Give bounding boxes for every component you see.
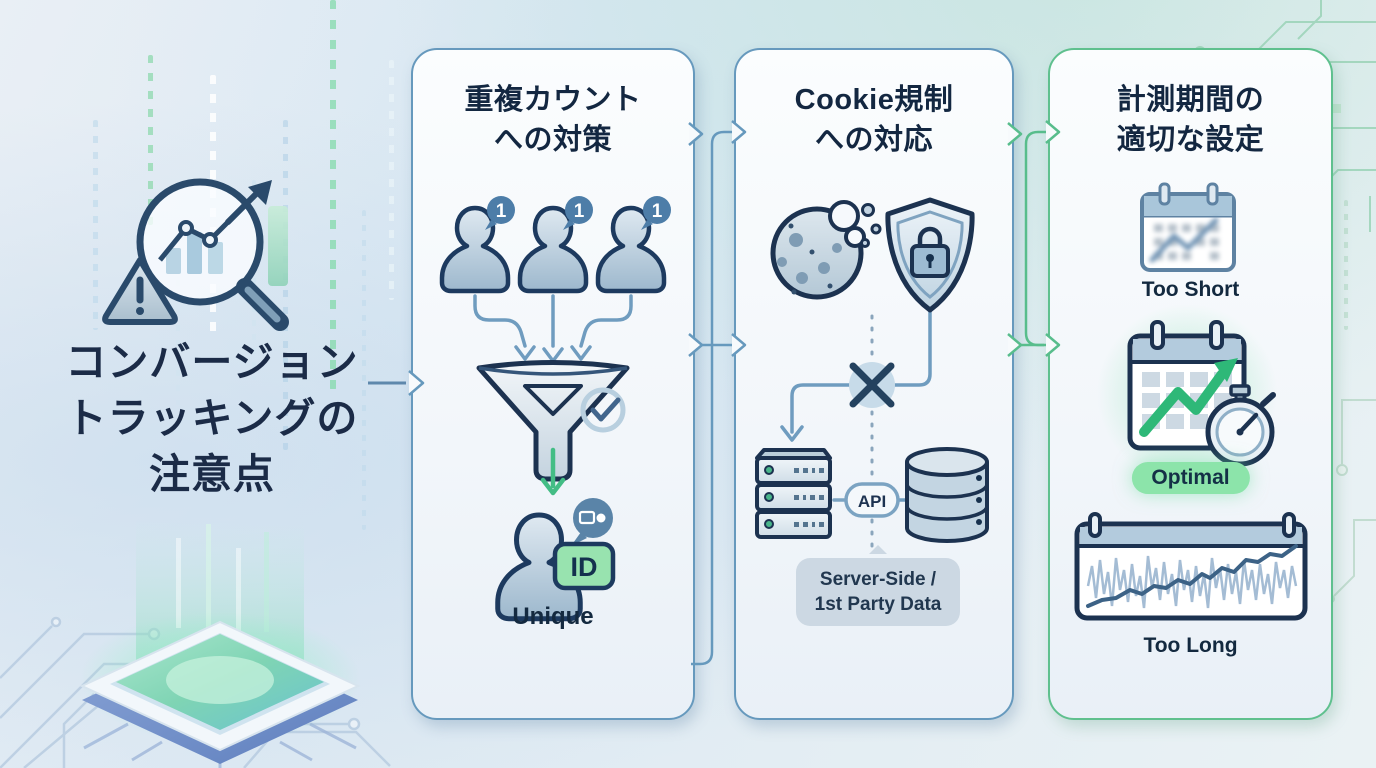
- dedup-funnel-diagram: 1 1 1: [413, 196, 671, 630]
- card3-title: 計測期間の 適切な設定: [1050, 80, 1331, 160]
- down-arrow-green: [540, 447, 566, 496]
- count-badge-2: 1: [563, 196, 593, 230]
- noisy-series-line: [1086, 555, 1298, 609]
- too-short-label: Too Short: [1141, 278, 1240, 301]
- svg-text:1: 1: [652, 201, 663, 222]
- api-label: API: [858, 492, 886, 511]
- page-title: コンバージョン トラッキングの 注意点: [16, 334, 408, 502]
- id-badge: ID: [552, 541, 616, 591]
- card2-title-line-1: Cookie規制: [794, 84, 954, 116]
- callout-line-1: Server-Side /: [819, 569, 937, 590]
- cookie-serverside-diagram: API: [755, 197, 989, 552]
- svg-text:ID: ID: [571, 552, 598, 582]
- card3-title-line-1: 計測期間の: [1116, 84, 1265, 116]
- card2-title-line-2: への対応: [814, 124, 933, 157]
- optimal-pill: Optimal: [1131, 462, 1250, 494]
- chip-illustration: [79, 518, 361, 768]
- calendar-too-short-icon: [1140, 182, 1236, 272]
- too-long-label: Too Long: [1143, 634, 1238, 657]
- data-stream: [93, 120, 98, 330]
- server-icon: [755, 448, 832, 539]
- measurement-window-diagram: [1074, 182, 1308, 621]
- calendar-too-long-icon: [1074, 512, 1308, 621]
- svg-text:1: 1: [496, 201, 507, 222]
- converging-arrows: [473, 294, 633, 363]
- blocked-x-icon: [849, 362, 895, 408]
- serverside-callout: Server-Side / 1st Party Data: [796, 544, 960, 627]
- id-bubble-icon: [571, 498, 613, 546]
- unique-label: Unique: [512, 603, 593, 630]
- data-stream: [389, 60, 394, 300]
- cookie-icon: [770, 200, 882, 300]
- card1-title: 重複カウント への対策: [413, 80, 693, 160]
- data-stream: [148, 55, 153, 225]
- stopwatch-icon: [1205, 384, 1276, 467]
- page-title-line-2: トラッキングの: [65, 395, 359, 442]
- data-stream: [330, 0, 336, 390]
- count-badge-3: 1: [641, 196, 671, 230]
- data-stream: [362, 210, 366, 530]
- data-stream: [252, 180, 256, 380]
- count-badge-1: 1: [485, 196, 515, 230]
- data-stream: [176, 235, 180, 405]
- trend-series-line: [1086, 544, 1298, 608]
- callout-line-2: 1st Party Data: [814, 594, 942, 616]
- card3-title-line-2: 適切な設定: [1116, 124, 1265, 157]
- svg-text:1: 1: [574, 201, 585, 222]
- card2-title: Cookie規制 への対応: [736, 80, 1012, 160]
- card1-title-line-1: 重複カウント: [464, 84, 642, 116]
- data-stream: [1344, 200, 1348, 330]
- card1-title-line-2: への対策: [493, 124, 612, 157]
- card-measurement-window: 計測期間の 適切な設定: [1048, 48, 1333, 720]
- page-title-line-1: コンバージョン: [65, 339, 359, 385]
- database-icon: [905, 447, 989, 543]
- card-duplicate-count: 重複カウント への対策 1: [411, 48, 695, 720]
- check-circle-icon: [580, 387, 626, 433]
- shield-lock-icon: [885, 197, 975, 313]
- calendar-optimal-icon: [1127, 320, 1247, 451]
- card-cookie-regulation: Cookie規制 への対応: [734, 48, 1014, 720]
- page-title-line-3: 注意点: [149, 451, 275, 498]
- magnifier-chart-warning-icon: [102, 178, 289, 331]
